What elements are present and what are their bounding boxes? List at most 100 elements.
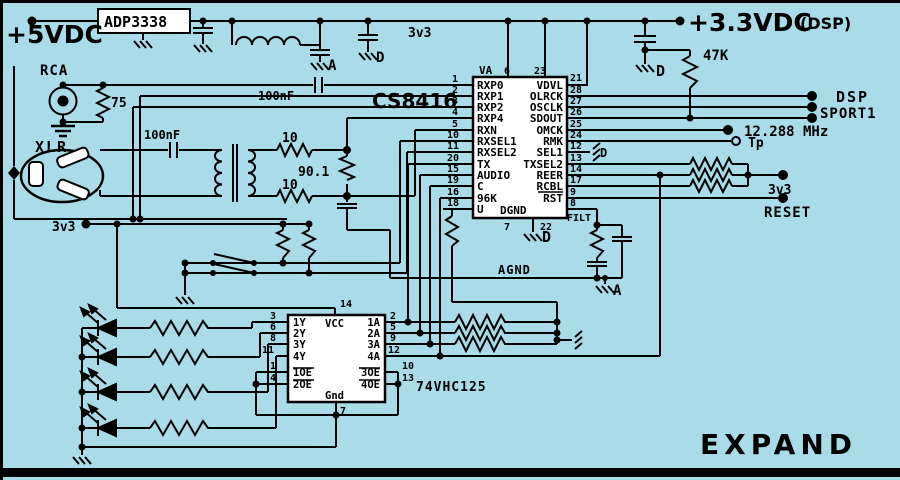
label-reset: RESET [764, 205, 811, 221]
gnd-cap-d [358, 52, 378, 61]
svg-text:1: 1 [452, 74, 458, 85]
svg-text:2OE: 2OE [293, 379, 312, 391]
svg-text:RST: RST [543, 192, 563, 205]
svg-text:3A: 3A [367, 339, 380, 351]
resistor-90.1 [337, 155, 357, 181]
r-3a [454, 334, 510, 354]
gnd-buffer-r [574, 330, 583, 350]
ic1-dgnd-d: D [542, 228, 551, 246]
svg-text:U: U [477, 203, 484, 216]
r-led2 [149, 347, 212, 367]
ic-74vhc125-body [286, 313, 387, 404]
gnd-switches [175, 296, 195, 305]
terminal-osclk [807, 102, 817, 112]
svg-text:25: 25 [570, 119, 582, 130]
svg-text:2: 2 [390, 311, 396, 322]
xlr-junction-diamond [8, 166, 20, 180]
svg-text:21: 21 [570, 73, 582, 84]
svg-text:1A: 1A [367, 317, 380, 329]
svg-text:4: 4 [270, 373, 276, 384]
label-filt-gnd: A [613, 283, 622, 299]
svg-text:13: 13 [402, 373, 414, 384]
gnd-agnd [595, 285, 615, 294]
terminal-sdout [807, 113, 817, 123]
svg-text:RXSEL1: RXSEL1 [477, 135, 517, 148]
svg-text:14: 14 [570, 164, 582, 175]
label-clock: 12.288 MHz [744, 124, 828, 140]
ground-symbols [51, 40, 655, 465]
svg-text:RXP4: RXP4 [477, 112, 504, 125]
svg-text:RXP2: RXP2 [477, 101, 504, 114]
svg-text:RCBL: RCBL [537, 180, 564, 193]
svg-text:4: 4 [452, 107, 458, 118]
label-r10b: 10 [282, 178, 298, 193]
svg-text:9: 9 [570, 187, 576, 198]
gnd-cap-d2 [635, 64, 655, 73]
label-r75: 75 [111, 96, 127, 111]
svg-text:2Y: 2Y [293, 328, 306, 340]
gnd-dgnd [523, 233, 543, 242]
resistor-10-top [276, 141, 313, 159]
svg-text:2: 2 [452, 85, 458, 96]
ic2-left-pin-numbers: 36 811 14 [262, 311, 276, 384]
led-2 [79, 331, 150, 367]
svg-text:10: 10 [402, 361, 414, 372]
ic-cs8416-body [471, 75, 569, 220]
svg-text:26: 26 [570, 107, 582, 118]
svg-text:8: 8 [570, 198, 576, 209]
ic1-dgnd: DGND [500, 204, 527, 217]
r-row13 [689, 155, 733, 173]
label-47k: 47K [703, 48, 729, 64]
svg-text:RXP1: RXP1 [477, 90, 504, 103]
svg-text:3: 3 [452, 96, 458, 107]
r-led4 [149, 418, 212, 438]
svg-text:9: 9 [390, 333, 396, 344]
svg-text:TXSEL2: TXSEL2 [523, 158, 563, 171]
svg-text:SDOUT: SDOUT [530, 112, 563, 125]
r-2a [454, 323, 510, 343]
svg-text:1Y: 1Y [293, 317, 306, 329]
gnd-cap-a [310, 62, 330, 71]
terminal-clock [723, 125, 733, 135]
label-c100-xlr: 100nF [144, 128, 180, 142]
led-array [79, 302, 150, 438]
svg-text:RXP0: RXP0 [477, 79, 504, 92]
svg-text:4Y: 4Y [293, 351, 306, 363]
terminal-bullets [723, 91, 817, 203]
resistor-75 [94, 87, 112, 119]
regulator-box [97, 8, 191, 34]
svg-text:OMCK: OMCK [537, 124, 564, 137]
svg-text:19: 19 [447, 175, 459, 186]
svg-text:SEL1: SEL1 [537, 146, 564, 159]
ic2-vcc-n: 14 [340, 299, 352, 310]
terminal-tp [731, 136, 741, 146]
r-row17 [689, 177, 733, 195]
r-filt [588, 229, 606, 259]
svg-text:C: C [477, 180, 484, 193]
svg-text:1: 1 [270, 361, 276, 372]
svg-text:6: 6 [270, 322, 276, 333]
gnd-led-rail [72, 456, 92, 465]
svg-text:5: 5 [452, 119, 458, 130]
svg-text:OSCLK: OSCLK [530, 101, 563, 114]
led-3 [79, 366, 150, 402]
ic1-top-va-n: 6 [504, 66, 510, 77]
svg-text:18: 18 [447, 198, 459, 209]
svg-text:1OE: 1OE [293, 367, 312, 379]
r-row14 [689, 166, 733, 184]
label-regulator: ADP3338 [104, 13, 167, 31]
label-c100-rca: 100nF [258, 89, 294, 103]
svg-text:27: 27 [570, 96, 582, 107]
svg-text:3OE: 3OE [361, 367, 380, 379]
label-5vdc: +5VDC [6, 20, 103, 49]
label-cap-a: A [328, 58, 337, 74]
ic2-gnd-n: 7 [340, 406, 346, 417]
r-led1 [149, 318, 212, 338]
svg-text:10: 10 [447, 130, 459, 141]
